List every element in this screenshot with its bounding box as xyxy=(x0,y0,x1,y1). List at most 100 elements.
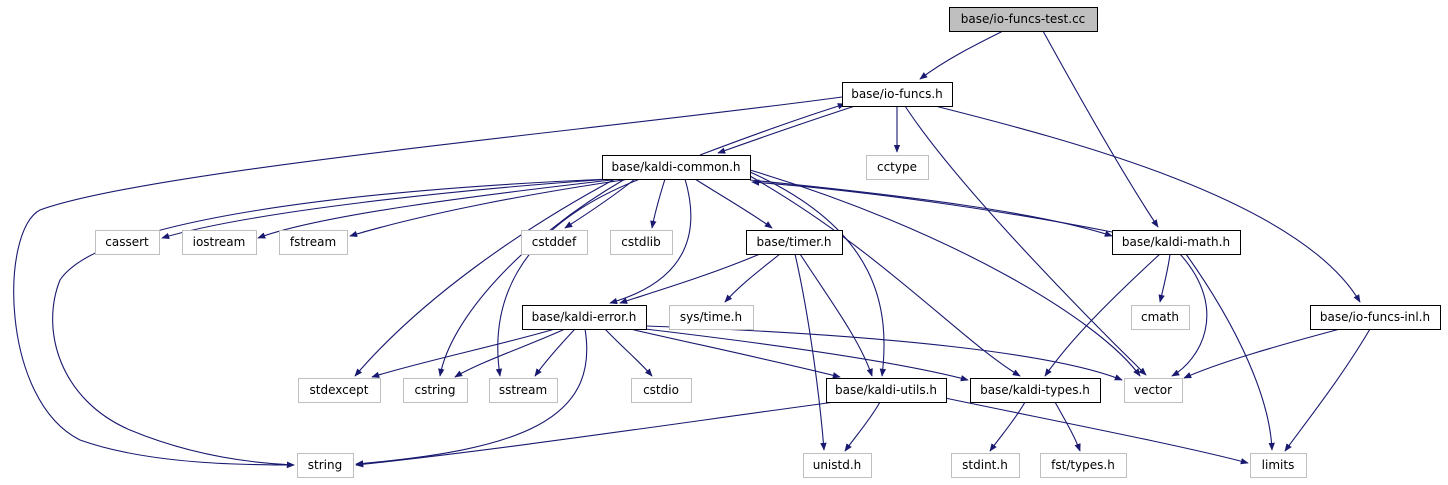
node-kaldi-math[interactable]: base/kaldi-math.h xyxy=(1112,230,1241,255)
node-io-funcs-test[interactable]: base/io-funcs-test.cc xyxy=(949,7,1098,32)
node-box xyxy=(669,305,754,330)
node-kaldi-utils[interactable]: base/kaldi-utils.h xyxy=(826,378,947,403)
node-vector: vector xyxy=(1124,378,1183,403)
node-box xyxy=(297,453,354,478)
node-box xyxy=(631,378,692,403)
nodes-layer: base/io-funcs-test.cc base/io-funcs.h base… xyxy=(95,7,1441,478)
edge-kaldi-error-to-kaldi-utils xyxy=(629,328,841,379)
node-box xyxy=(826,378,947,403)
node-box xyxy=(403,378,468,403)
edge-timer-to-kaldi-error xyxy=(619,253,761,304)
edge-kaldi-math-to-limits xyxy=(1185,253,1275,451)
node-box xyxy=(951,453,1020,478)
edge-kaldi-common-to-timer xyxy=(694,178,773,229)
node-box xyxy=(1310,305,1441,330)
edge-io-funcs-test-to-io-funcs xyxy=(919,30,1004,80)
node-cstdio: cstdio xyxy=(631,378,692,403)
edge-io-funcs-to-io-funcs-inl xyxy=(934,105,1361,303)
edge-timer-to-sys-time xyxy=(724,253,781,303)
node-label: cstdlib xyxy=(621,235,660,249)
node-box xyxy=(970,378,1101,403)
node-box xyxy=(602,155,751,180)
node-limits: limits xyxy=(1250,453,1307,478)
node-label: iostream xyxy=(193,235,246,249)
edges-layer xyxy=(13,30,1371,469)
node-label: fstream xyxy=(290,235,336,249)
edge-timer-to-kaldi-utils xyxy=(799,253,873,377)
node-box xyxy=(746,230,843,255)
node-label: stdint.h xyxy=(962,458,1008,472)
edge-kaldi-common-to-cstddef xyxy=(564,178,636,229)
node-kaldi-common[interactable]: base/kaldi-common.h xyxy=(602,155,751,180)
edge-kaldi-common-to-kaldi-error xyxy=(609,178,692,305)
node-label: base/io-funcs.h xyxy=(851,87,943,101)
node-box xyxy=(1112,230,1241,255)
edge-kaldi-common-to-fstream xyxy=(349,178,631,237)
node-label: base/kaldi-error.h xyxy=(532,310,637,324)
edge-kaldi-common-to-cstring xyxy=(438,178,626,377)
edge-kaldi-error-to-sstream xyxy=(534,328,576,377)
node-label: base/kaldi-common.h xyxy=(611,160,740,174)
edge-kaldi-common-to-kaldi-types xyxy=(749,175,1021,377)
edge-io-funcs-to-kaldi-common xyxy=(717,105,856,154)
node-label: cctype xyxy=(877,160,917,174)
node-box xyxy=(279,230,348,255)
node-box xyxy=(1250,453,1307,478)
node-cmath: cmath xyxy=(1131,305,1190,330)
node-cstddef: cstddef xyxy=(521,230,588,255)
node-sstream: sstream xyxy=(489,378,558,403)
node-label: cassert xyxy=(105,235,149,249)
node-label: vector xyxy=(1134,383,1172,397)
node-label: base/kaldi-math.h xyxy=(1122,235,1230,249)
node-label: cstring xyxy=(414,383,455,397)
edge-kaldi-utils-to-limits xyxy=(944,397,1249,465)
node-cstdlib: cstdlib xyxy=(610,230,673,255)
edge-kaldi-common-to-string xyxy=(52,178,611,468)
edge-kaldi-common-to-cstdlib xyxy=(650,178,666,229)
node-label: sys/time.h xyxy=(680,310,742,324)
node-timer[interactable]: base/timer.h xyxy=(746,230,843,255)
node-io-funcs[interactable]: base/io-funcs.h xyxy=(842,82,953,107)
node-box xyxy=(522,305,647,330)
node-box xyxy=(803,453,872,478)
edge-kaldi-common-to-kaldi-math xyxy=(749,179,1113,237)
node-box xyxy=(1124,378,1183,403)
node-label: base/io-funcs-test.cc xyxy=(961,12,1086,26)
node-iostream: iostream xyxy=(182,230,257,255)
node-sys-time: sys/time.h xyxy=(669,305,754,330)
node-stdint: stdint.h xyxy=(951,453,1020,478)
edge-kaldi-common-to-sstream xyxy=(495,178,641,377)
node-kaldi-types[interactable]: base/kaldi-types.h xyxy=(970,378,1101,403)
node-box xyxy=(842,82,953,107)
edge-kaldi-common-to-kaldi-utils xyxy=(749,171,887,377)
edge-kaldi-error-to-cstring xyxy=(454,328,566,378)
node-box xyxy=(866,155,929,180)
node-box xyxy=(610,230,673,255)
node-label: limits xyxy=(1262,458,1295,472)
edge-kaldi-error-to-string xyxy=(355,328,588,467)
edge-kaldi-utils-to-unistd xyxy=(844,401,881,452)
edge-timer-to-unistd xyxy=(794,253,827,451)
edge-io-funcs-test-to-kaldi-math xyxy=(1042,30,1159,228)
node-label: cstdio xyxy=(643,383,679,397)
edge-kaldi-error-to-vector xyxy=(645,325,1123,381)
node-io-funcs-inl[interactable]: base/io-funcs-inl.h xyxy=(1310,305,1441,330)
edge-kaldi-math-to-kaldi-common xyxy=(751,179,1113,233)
node-kaldi-error[interactable]: base/kaldi-error.h xyxy=(522,305,647,330)
node-label: base/io-funcs-inl.h xyxy=(1320,310,1430,324)
edge-kaldi-error-to-cstdio xyxy=(604,328,653,377)
edge-kaldi-common-to-stdexcept xyxy=(354,178,616,377)
edge-kaldi-math-to-vector xyxy=(1171,253,1208,377)
edge-io-funcs-to-vector xyxy=(904,105,1147,376)
node-label: cmath xyxy=(1141,310,1179,324)
edge-kaldi-error-to-stdexcept xyxy=(371,328,556,378)
node-cstring: cstring xyxy=(403,378,468,403)
node-label: unistd.h xyxy=(813,458,862,472)
node-label: base/kaldi-utils.h xyxy=(835,383,937,397)
edge-kaldi-common-to-cassert xyxy=(161,178,613,240)
node-label: base/timer.h xyxy=(756,235,831,249)
edge-io-funcs-inl-to-limits xyxy=(1284,328,1371,452)
node-fst-types: fst/types.h xyxy=(1040,453,1127,478)
node-label: string xyxy=(308,458,342,472)
node-unistd: unistd.h xyxy=(803,453,872,478)
